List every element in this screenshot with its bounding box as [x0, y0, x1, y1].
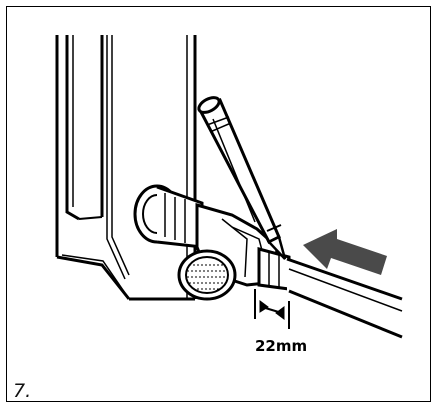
figure-frame: 22mm 7.	[6, 6, 431, 402]
marking-pencil	[197, 96, 287, 260]
step-number: 7.	[13, 380, 32, 402]
dimension-label: 22mm	[255, 337, 307, 355]
installation-illustration: 22mm	[55, 35, 403, 355]
copper-pipe	[286, 257, 403, 339]
push-direction-arrow	[303, 229, 387, 275]
radiator-connector	[133, 184, 204, 249]
valve-cap	[177, 249, 237, 301]
radiator	[55, 35, 197, 301]
dimension-marker	[254, 289, 290, 329]
